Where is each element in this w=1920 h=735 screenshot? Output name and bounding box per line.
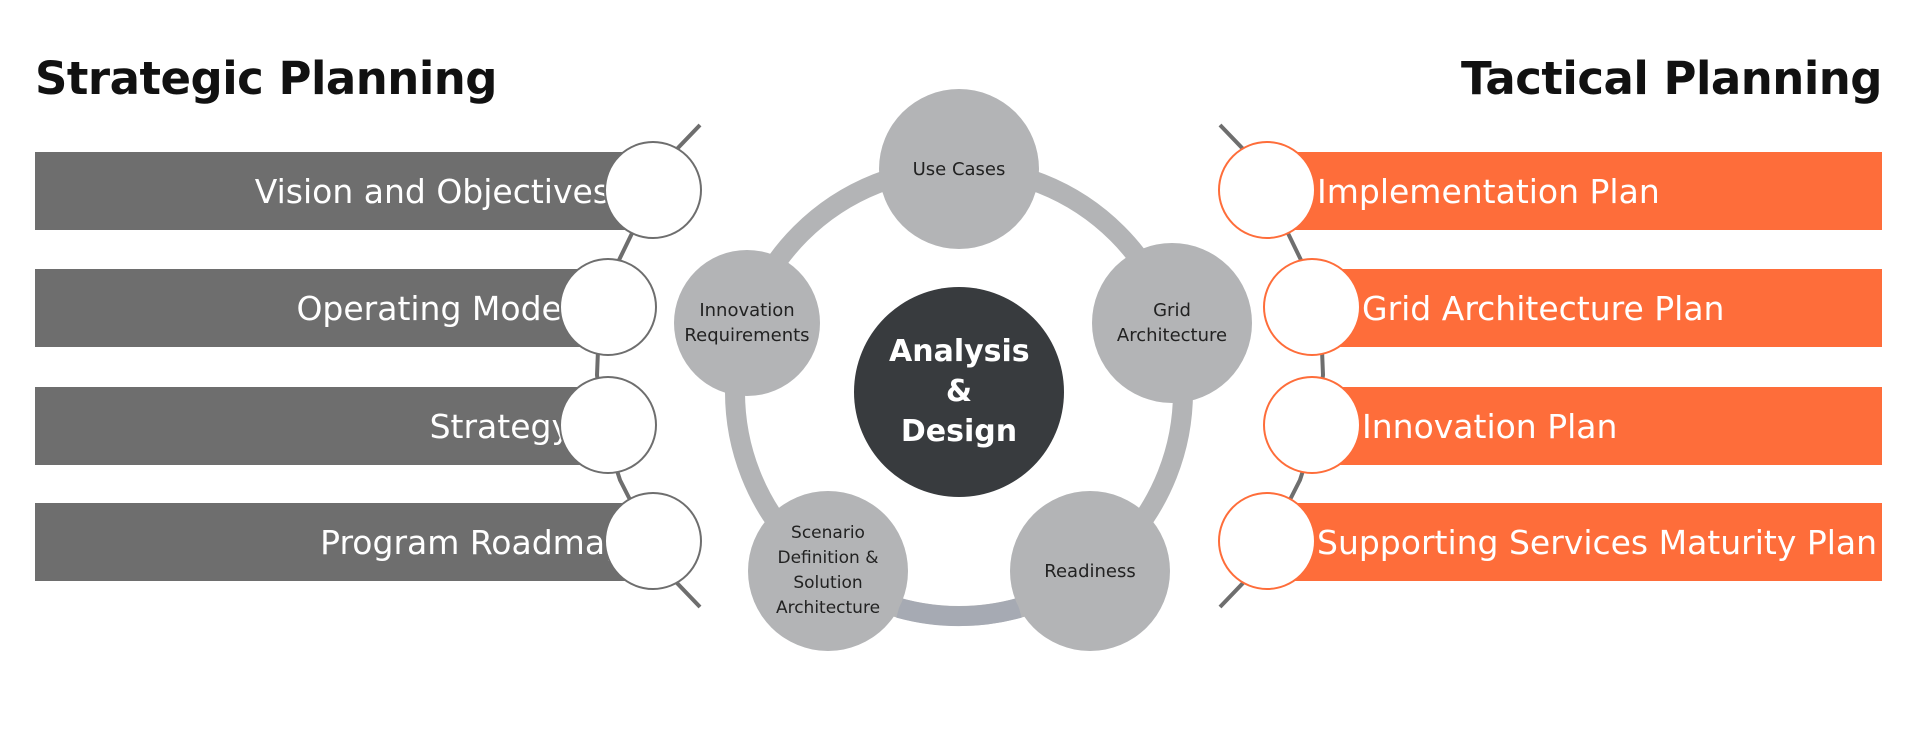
strategic-item-vision: Vision and Objectives bbox=[35, 152, 650, 230]
tactical-item-grid-architecture: Grid Architecture Plan bbox=[1312, 269, 1882, 347]
cycle-node-grid-architecture: Grid Architecture bbox=[1092, 243, 1252, 403]
strategic-item-label: Strategy bbox=[429, 406, 571, 446]
cycle-node-innovation-requirements: Innovation Requirements bbox=[674, 250, 820, 396]
tactical-planning-title: Tactical Planning bbox=[1460, 52, 1883, 105]
strategic-item-label: Vision and Objectives bbox=[254, 171, 610, 211]
cycle-node-label: Use Cases bbox=[912, 158, 1006, 180]
cycle-node-label: Grid Architecture bbox=[1116, 300, 1228, 346]
tactical-marker-1 bbox=[1218, 141, 1316, 239]
strategic-item-label: Program Roadmap bbox=[320, 522, 626, 562]
cycle-node-readiness: Readiness bbox=[1010, 491, 1170, 651]
strategic-marker-2 bbox=[559, 258, 657, 356]
strategic-marker-4 bbox=[604, 492, 702, 590]
cycle-node-use-cases: Use Cases bbox=[879, 89, 1039, 249]
strategic-planning-title: Strategic Planning bbox=[35, 52, 498, 105]
strategic-item-strategy: Strategy bbox=[35, 387, 605, 465]
tactical-item-implementation: Implementation Plan bbox=[1267, 152, 1882, 230]
tactical-item-innovation: Innovation Plan bbox=[1312, 387, 1882, 465]
strategic-marker-1 bbox=[604, 141, 702, 239]
tactical-item-label: Grid Architecture Plan bbox=[1362, 288, 1725, 328]
strategic-item-operating-model: Operating Model bbox=[35, 269, 605, 347]
cycle-node-label: Readiness bbox=[1044, 560, 1136, 582]
strategic-item-label: Operating Model bbox=[296, 288, 571, 328]
tactical-item-label: Implementation Plan bbox=[1317, 171, 1660, 211]
strategic-item-program-roadmap: Program Roadmap bbox=[35, 503, 650, 581]
tactical-item-label: Innovation Plan bbox=[1362, 406, 1618, 446]
cycle-center-label: Analysis & Design bbox=[889, 334, 1030, 449]
cycle-node-label: Scenario Definition & Solution Architect… bbox=[775, 523, 881, 618]
tactical-marker-4 bbox=[1218, 492, 1316, 590]
tactical-item-label: Supporting Services Maturity Plan bbox=[1317, 522, 1878, 562]
strategic-marker-3 bbox=[559, 376, 657, 474]
tactical-item-supporting-services: Supporting Services Maturity Plan bbox=[1267, 503, 1882, 581]
cycle-node-scenario-definition: Scenario Definition & Solution Architect… bbox=[748, 491, 908, 651]
cycle-center-analysis-design: Analysis & Design bbox=[854, 287, 1064, 497]
cycle-node-label: Innovation Requirements bbox=[684, 300, 810, 346]
tactical-marker-2 bbox=[1263, 258, 1361, 356]
tactical-marker-3 bbox=[1263, 376, 1361, 474]
cycle-ring-accent bbox=[896, 598, 1022, 627]
